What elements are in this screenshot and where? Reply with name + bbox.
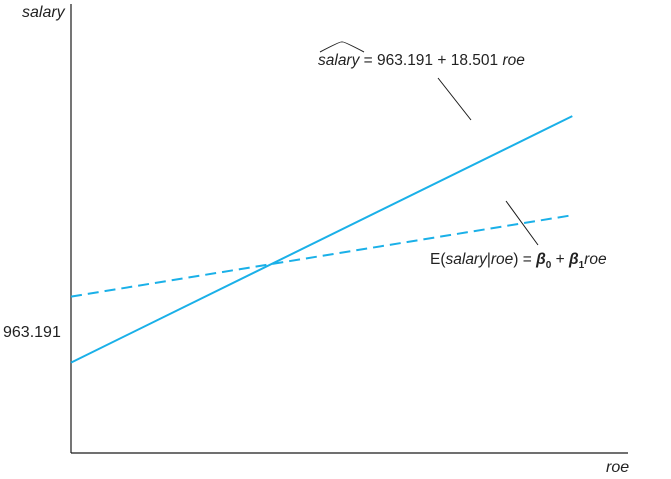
fitted-equation-body: = 963.191 + 18.501 [359,52,502,69]
pop-e-close: ) = [513,251,536,268]
pop-plus: + [551,251,569,268]
hat-accent [319,41,365,53]
pop-var: roe [584,251,607,268]
pop-beta1: β [568,251,579,268]
population-equation: E(salary|roe) = β0 + β1roe [430,251,607,271]
pop-beta0: β [535,251,546,268]
fitted-annotation-leader [437,77,472,121]
pop-cond-x: roe [491,251,514,268]
y-tick-label: 963.191 [3,324,61,341]
pop-sub0: 0 [546,260,552,271]
y-axis-label: salary [22,4,66,21]
pop-e-open: E( [430,251,446,268]
pop-cond-y: salary [446,251,489,268]
fitted-equation-var: roe [502,52,525,69]
pop-bar: | [487,251,491,268]
x-axis-label: roe [606,459,629,476]
fitted-equation: salary = 963.191 + 18.501 roe [318,41,525,69]
population-annotation-leader [505,200,539,246]
fitted-hat-term: salary [318,52,361,69]
svg-text:E(salary|roe) = β0 + β1roe: E(salary|roe) = β0 + β1roe [430,251,607,271]
fitted-regression-line [70,115,573,364]
pop-sub1: 1 [579,260,585,271]
svg-text:salary = 963.191 + 18.501 roe: salary = 963.191 + 18.501 roe [318,52,525,69]
